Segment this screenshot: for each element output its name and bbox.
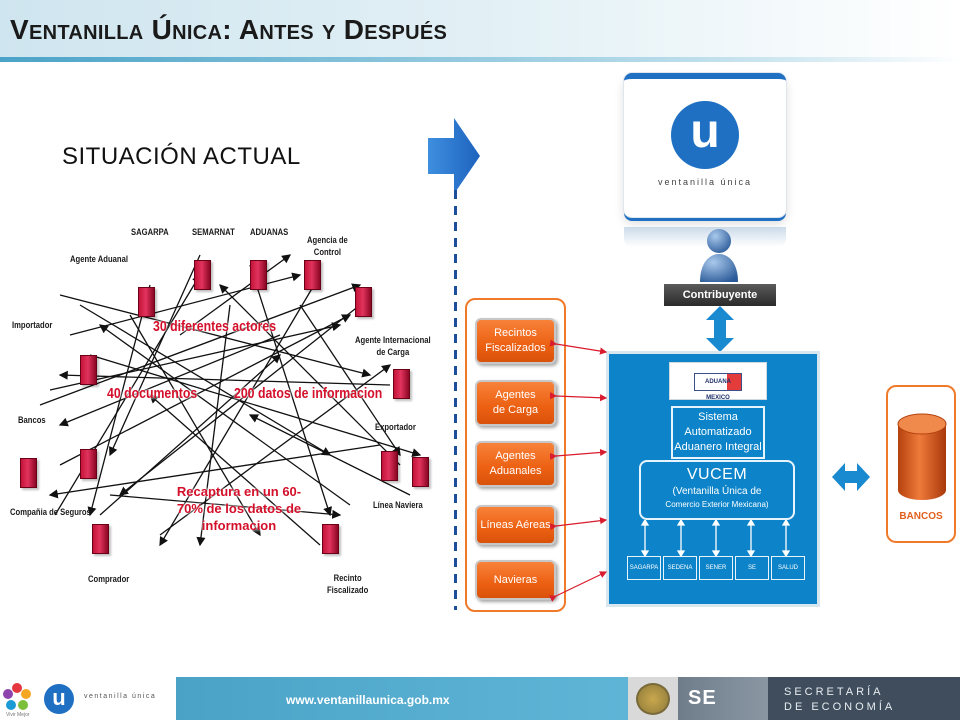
vucem-subtitle-1: (Ventanilla Única de (672, 486, 762, 497)
actor-label-exportador: Exportador (375, 422, 416, 432)
actor-box-linea-naviera (412, 457, 429, 487)
network-arrows (39, 254, 422, 547)
se-box: SE (678, 677, 768, 720)
agency-se: SE (735, 556, 769, 580)
actor-label-aduanas: ADUANAS (250, 227, 289, 237)
before-network: SAGARPA SEMARNAT ADUANAS Agencia de Cont… (0, 215, 450, 605)
bancos-panel: BANCOS (886, 385, 956, 543)
footer-url-link[interactable]: www.ventanillaunica.gob.mx (286, 693, 450, 707)
logo-reflection (624, 227, 786, 247)
actor-box-semarnat (250, 260, 267, 290)
actor-box-agencia-control (355, 287, 372, 317)
vucem-panel: ADUANA MEXICO Sistema Automatizado Aduan… (606, 351, 820, 607)
logo-brand-text: ventanilla única (657, 177, 753, 187)
callout-recaptura: Recaptura en un 60-70% de los datos de i… (176, 484, 302, 533)
aduana-mexico-logo-text: ADUANA MEXICO (694, 373, 742, 401)
actor-agentes-de-carga: Agentes de Carga (475, 380, 556, 426)
section-heading: SITUACIÓN ACTUAL (62, 143, 301, 170)
actor-box-sagarpa (194, 260, 211, 290)
actor-box-agente-aduanal (138, 287, 155, 317)
actor-label-linea-naviera: Línea Naviera (373, 500, 423, 510)
actor-navieras: Navieras (475, 560, 556, 600)
contribuyente-label: Contribuyente (664, 284, 776, 306)
database-icon (897, 413, 947, 500)
vivir-mejor-text: Vivir Mejor (6, 712, 30, 718)
actor-agentes-aduanales: Agentes Aduanales (475, 441, 556, 487)
person-icon (700, 229, 738, 282)
actor-label-semarnat: SEMARNAT (192, 227, 235, 237)
agency-row: SAGARPA SEDENA SENER SE SALUD (627, 556, 805, 580)
agency-sedena: SEDENA (663, 556, 697, 580)
saai-box: Sistema Automatizado Aduanero Integral (671, 406, 765, 459)
coat-of-arms-icon (636, 683, 670, 715)
actor-recintos-fiscalizados: Recintos Fiscalizados (475, 318, 556, 364)
actor-label-agente-aduanal: Agente Aduanal (70, 254, 128, 264)
secretaria-line-2: DE ECONOMÍA (784, 701, 896, 713)
footer-u-logo-icon: u (44, 684, 74, 714)
right-arrow-icon (428, 118, 480, 194)
actor-label-compania-seguros: Compañia de Seguros (10, 507, 91, 517)
callout-datos: 200 datos de informacion (234, 385, 383, 402)
callout-actores: 30 diferentes actores (153, 318, 277, 335)
ventanilla-unica-logo-card: u ventanilla única (624, 73, 786, 247)
se-logo-text: SE (688, 687, 717, 709)
actor-label-agente-internacional: Agente Internacional de Carga (355, 335, 431, 357)
ventanilla-unica-logo-icon: u (671, 101, 739, 169)
actor-lineas-aereas: Líneas Aéreas (475, 505, 556, 545)
slide-title: Ventanilla Única: Antes y Después (10, 14, 448, 45)
dashed-divider (454, 190, 457, 610)
footer-mid: www.ventanillaunica.gob.mx (176, 677, 628, 720)
actor-box-bancos (20, 458, 37, 488)
agency-salud: SALUD (771, 556, 805, 580)
actor-box-exportador (381, 451, 398, 481)
agency-sagarpa: SAGARPA (627, 556, 661, 580)
actor-box-compania-seguros (80, 449, 97, 479)
actor-label-sagarpa: SAGARPA (131, 227, 169, 237)
actor-label-recinto-fiscalizado: Recinto Fiscalizado (327, 573, 369, 595)
actor-label-importador: Importador (12, 320, 53, 330)
horizontal-double-arrow-icon (832, 463, 870, 491)
footer-left: Vivir Mejor u ventanilla única (0, 677, 176, 720)
actor-box-aduanas (304, 260, 321, 290)
actor-box-agente-internacional (393, 369, 410, 399)
footer-right: SE SECRETARÍA DE ECONOMÍA (628, 677, 960, 720)
footer-brand-text: ventanilla única (84, 693, 157, 700)
bancos-label: BANCOS (899, 511, 943, 522)
vertical-double-arrow-icon (706, 306, 734, 352)
coat-of-arms-box (628, 677, 678, 720)
actors-panel: Recintos Fiscalizados Agentes de Carga A… (465, 298, 566, 612)
agency-sener: SENER (699, 556, 733, 580)
title-banner: Ventanilla Única: Antes y Después (0, 0, 960, 62)
actor-label-bancos: Bancos (18, 415, 46, 425)
actor-box-importador (80, 355, 97, 385)
footer: Vivir Mejor u ventanilla única www.venta… (0, 677, 960, 720)
vucem-box: VUCEM (Ventanilla Única de Comercio Exte… (639, 460, 795, 520)
actor-label-agencia-control: Agencia de Control (307, 235, 348, 257)
agency-connectors (640, 520, 791, 556)
vucem-subtitle-2: Comercio Exterior Mexicana) (665, 500, 769, 509)
actor-box-comprador (92, 524, 109, 554)
actor-box-recinto-fiscalizado (322, 524, 339, 554)
vivir-mejor-flower-icon (3, 683, 31, 710)
actor-label-comprador: Comprador (88, 574, 130, 584)
callout-documentos: 40 documentos (107, 385, 198, 402)
aduana-mexico-logo: ADUANA MEXICO (669, 362, 767, 401)
secretaria-line-1: SECRETARÍA (784, 686, 884, 698)
vucem-title: VUCEM (686, 466, 748, 483)
